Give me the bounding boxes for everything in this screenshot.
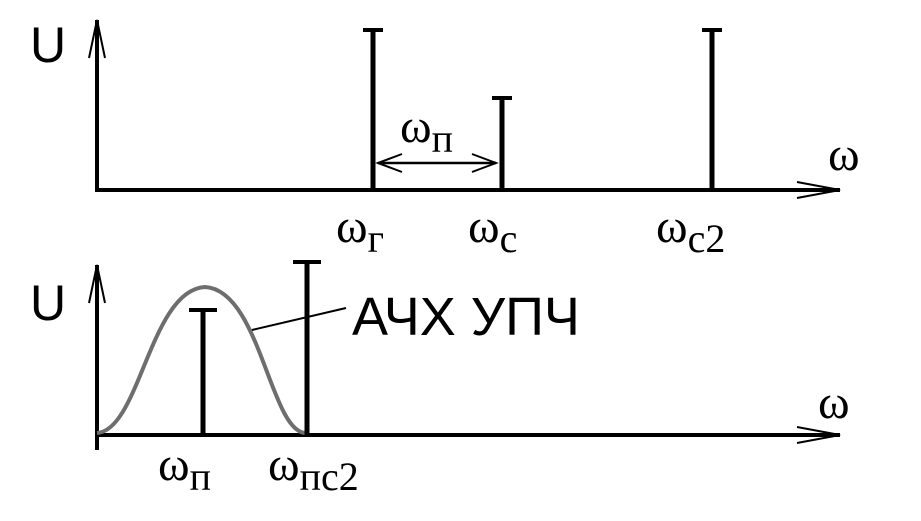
difference-arrow-left-head (375, 153, 403, 173)
tick-label-omega-p: ωп (158, 438, 211, 499)
top-y-axis-label: U (30, 17, 66, 73)
bottom-x-axis-label: ω (818, 376, 850, 429)
tick-label-omega-c: ωc (468, 200, 517, 261)
bottom-plot: U ω АЧХ УПЧ ωп ωпc2 (30, 260, 850, 499)
top-x-axis-arrowhead (796, 181, 841, 199)
bottom-y-axis-arrowhead (88, 264, 106, 304)
tick-label-omega-c2: ωc2 (656, 200, 725, 261)
top-plot: U ω ωп ωг ωc ωc2 (30, 17, 860, 261)
bottom-y-axis-label: U (30, 275, 66, 331)
bottom-x-axis-arrowhead (796, 426, 841, 444)
top-y-axis-arrowhead (88, 19, 106, 59)
tick-label-omega-g: ωг (336, 200, 384, 261)
frequency-response-curve (96, 284, 306, 435)
curve-callout-line (251, 307, 347, 331)
difference-arrow-label: ωп (400, 100, 453, 161)
tick-label-omega-pc2: ωпc2 (268, 438, 359, 499)
curve-label: АЧХ УПЧ (352, 287, 580, 347)
top-x-axis-label: ω (828, 128, 860, 181)
difference-arrow-right-head (471, 153, 499, 173)
